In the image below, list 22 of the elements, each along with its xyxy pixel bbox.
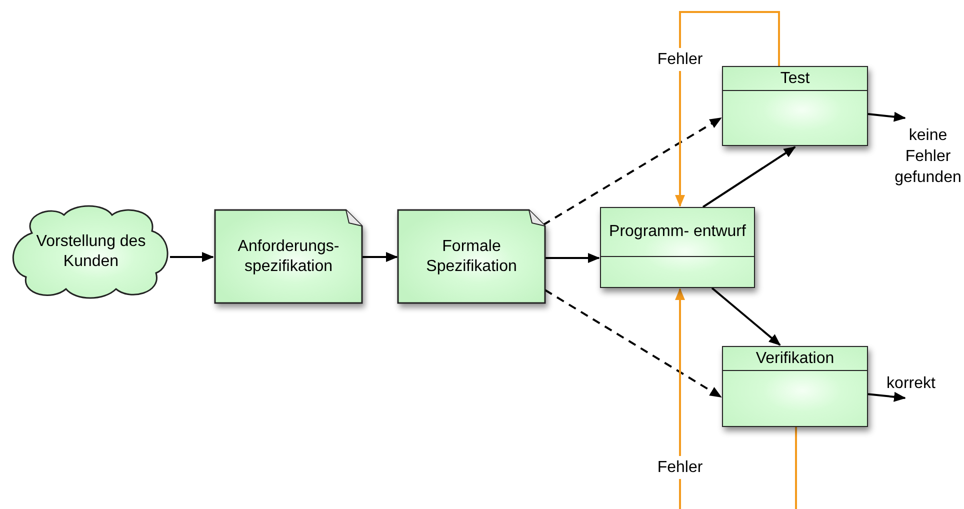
node-title: Verifikation	[756, 348, 834, 368]
arrow	[868, 392, 906, 402]
arrow	[362, 252, 398, 262]
node-text: Vorstellung des Kunden	[35, 232, 147, 272]
edge-label: keine Fehler gefunden	[894, 126, 962, 188]
arrow	[545, 253, 600, 263]
arrow	[868, 112, 906, 122]
arrow	[675, 288, 685, 509]
node-text: Anforderungs- spezifikation	[236, 236, 340, 276]
node-text: Formale Spezifikation	[425, 236, 518, 276]
process-box	[722, 346, 868, 427]
arrow	[542, 117, 722, 226]
node-title: Test	[780, 68, 810, 88]
arrow	[170, 252, 214, 262]
arrow	[675, 11, 780, 207]
process-box	[722, 66, 868, 146]
arrow	[702, 146, 796, 208]
process-box	[600, 207, 755, 288]
edge-label: korrekt	[886, 374, 936, 394]
arrow	[711, 287, 781, 346]
node-title: Programm- entwurf	[609, 222, 746, 242]
arrow	[544, 289, 722, 398]
